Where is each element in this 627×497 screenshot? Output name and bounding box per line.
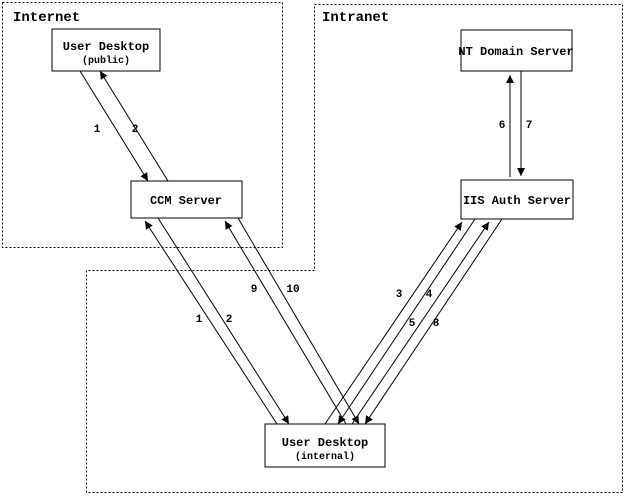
nt-domain-server-title: NT Domain Server (458, 45, 573, 59)
edge-ccm-to-internal-desktop-a (157, 217, 290, 425)
user-desktop-public-title: User Desktop (63, 40, 149, 54)
nt-domain-server-box (460, 29, 573, 72)
user-desktop-public-subtitle: (public) (82, 55, 130, 67)
edge-internal-desktop-to-ccm-b (224, 220, 347, 425)
edge-internal-desktop-to-iis-a (324, 221, 463, 425)
edge-label-4: 4 (426, 289, 433, 301)
edge-label-3: 3 (396, 289, 403, 301)
ccm-server-title: CCM Server (150, 194, 222, 208)
edge-public-desktop-to-ccm (79, 70, 149, 182)
edge-label-2b: 2 (226, 314, 233, 326)
user-desktop-internal-title: User Desktop (282, 436, 368, 450)
node-user-desktop-internal: User Desktop (internal) (264, 423, 386, 468)
node-user-desktop-public: User Desktop (public) (51, 28, 161, 72)
iis-auth-server-title: IIS Auth Server (463, 194, 571, 208)
edge-label-7: 7 (526, 120, 533, 132)
iis-auth-server-box (460, 179, 574, 220)
edge-label-6: 6 (499, 120, 506, 132)
internet-zone-border (2, 2, 283, 248)
edge-ccm-to-public-desktop (99, 70, 169, 182)
edge-label-9: 9 (251, 284, 258, 296)
ccm-server-box (130, 180, 243, 219)
intranet-zone-border (86, 4, 623, 493)
internet-zone-label: Internet (13, 10, 80, 26)
node-ccm-server: CCM Server (130, 180, 243, 219)
edge-iis-to-internal-desktop-b (364, 218, 503, 425)
edge-label-5: 5 (409, 318, 416, 330)
edge-label-8: 8 (433, 318, 440, 330)
user-desktop-public-box (51, 28, 161, 72)
user-desktop-internal-subtitle: (internal) (295, 451, 355, 463)
edge-internal-desktop-to-ccm-a (144, 220, 278, 425)
intranet-zone-label: Intranet (322, 10, 389, 26)
edge-iis-to-internal-desktop-a (337, 218, 476, 425)
node-iis-auth-server: IIS Auth Server (460, 179, 574, 220)
edge-ccm-to-internal-desktop-b (237, 217, 360, 425)
edge-internal-desktop-to-iis-b (351, 221, 490, 425)
edge-label-1a: 1 (94, 124, 101, 136)
edge-label-10: 10 (286, 284, 299, 296)
edge-label-1b: 1 (196, 314, 203, 326)
edge-label-2a: 2 (132, 124, 139, 136)
node-nt-domain-server: NT Domain Server (458, 29, 574, 72)
user-desktop-internal-box (264, 423, 386, 468)
